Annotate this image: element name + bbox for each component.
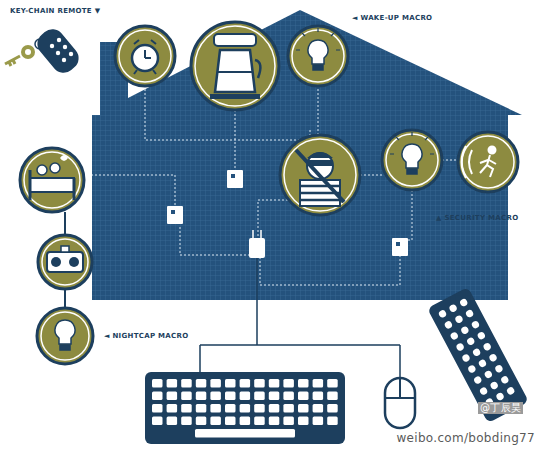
cables bbox=[200, 258, 400, 378]
bed bbox=[30, 155, 74, 200]
watermark: weibo.com/bobding77 bbox=[395, 431, 538, 445]
macro-label: ◄ NIGHTCAP MACRO bbox=[104, 332, 188, 340]
wires bbox=[92, 85, 460, 285]
coffee-maker bbox=[210, 34, 260, 99]
house bbox=[92, 10, 522, 300]
motion-sensor bbox=[462, 146, 497, 178]
keyboard bbox=[145, 372, 345, 444]
stereo bbox=[47, 246, 83, 272]
remote-control bbox=[427, 287, 529, 423]
icon-circles bbox=[20, 22, 518, 364]
burglar bbox=[296, 150, 344, 206]
macro-label: ◄ WAKE-UP MACRO bbox=[352, 14, 432, 22]
macro-label: ▲ SECURITY MACRO bbox=[436, 214, 518, 222]
router bbox=[249, 230, 265, 258]
key-chain-remote bbox=[5, 24, 84, 77]
mouse bbox=[385, 378, 415, 428]
alarm-clock bbox=[132, 40, 158, 74]
watermark: @丁辰昊 bbox=[478, 402, 523, 414]
macro-label: KEY-CHAIN REMOTE ▼ bbox=[10, 7, 100, 15]
light-bulbs bbox=[55, 40, 422, 350]
